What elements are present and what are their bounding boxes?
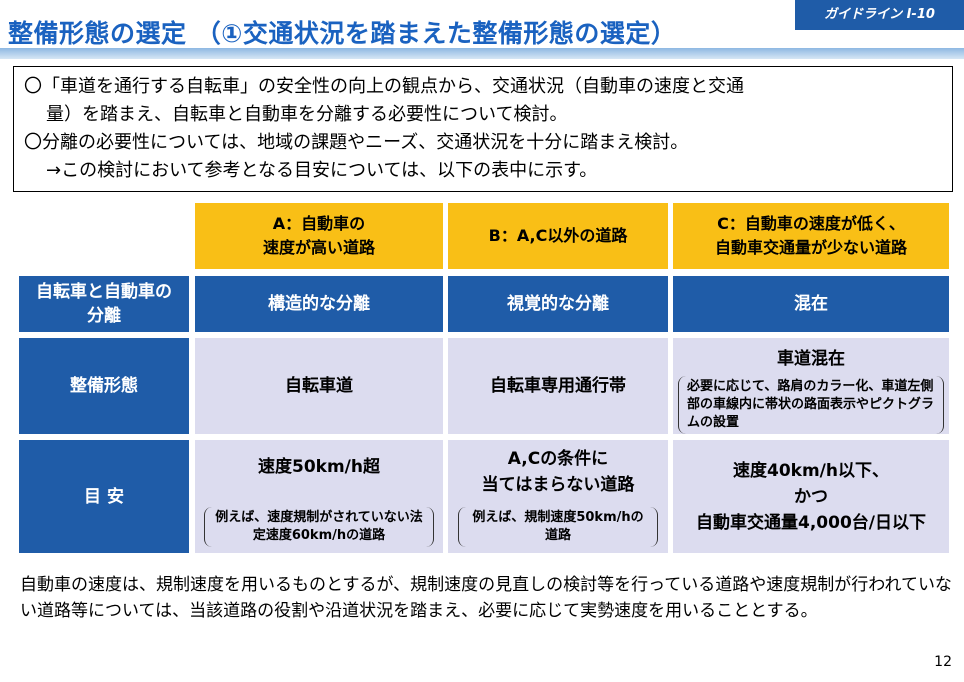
row-header-form-text: 整備形態: [70, 376, 138, 396]
col-header-c-line2: 自動車交通量が少ない道路: [714, 238, 907, 257]
guide-c-line1: 速度40km/h以下、: [733, 460, 889, 481]
form-c-note: 必要に応じて、路肩のカラー化、車道左側部の車線内に帯状の路面表示やピクトグラムの…: [678, 376, 944, 434]
guide-b: A,Cの条件に 当てはまらない道路 例えば、規制速度50km/hの道路: [448, 440, 668, 553]
col-header-b: B：A,C以外の道路: [448, 203, 668, 269]
col-header-a-line1: A：自動車の: [272, 214, 366, 233]
separation-c: 混在: [673, 276, 949, 332]
row-header-guide: 目 安: [19, 440, 189, 553]
separation-c-text: 混在: [794, 294, 828, 314]
guide-b-note: 例えば、規制速度50km/hの道路: [458, 507, 658, 547]
guide-a-note: 例えば、速度規制がされていない法定速度60km/hの道路: [204, 507, 434, 547]
form-b: 自転車専用通行帯: [448, 338, 668, 434]
separation-a: 構造的な分離: [195, 276, 443, 332]
page-title: 整備形態の選定 （①交通状況を踏まえた整備形態の選定）: [8, 19, 677, 48]
col-header-b-line1: B：A,C以外の道路: [488, 226, 628, 245]
intro-line-1-cont: 量）を踏まえ、自転車と自動車を分離する必要性について検討。: [46, 104, 568, 125]
row-header-separation-line2: 分離: [87, 306, 121, 326]
guide-c-line3: 自動車交通量4,000台/日以下: [696, 512, 926, 533]
form-b-text: 自転車専用通行帯: [490, 376, 626, 396]
separation-b: 視覚的な分離: [448, 276, 668, 332]
separation-b-text: 視覚的な分離: [507, 294, 609, 314]
intro-line-1: 〇「車道を通行する自転車」の安全性の向上の観点から、交通状況（自動車の速度と交通: [24, 76, 744, 97]
separation-a-text: 構造的な分離: [268, 294, 370, 314]
guide-c: 速度40km/h以下、 かつ 自動車交通量4,000台/日以下: [673, 440, 949, 553]
guide-a-main: 速度50km/h超: [258, 457, 380, 477]
intro-box: 〇「車道を通行する自転車」の安全性の向上の観点から、交通状況（自動車の速度と交通…: [13, 66, 953, 192]
row-header-separation: 自転車と自動車の 分離: [19, 276, 189, 332]
form-c-title: 車道混在: [777, 349, 845, 369]
guideline-tag: ガイドライン Ⅰ-10: [795, 0, 964, 30]
row-header-separation-line1: 自転車と自動車の: [36, 282, 172, 302]
page-number: 12: [934, 654, 952, 670]
guide-b-main-line1: A,Cの条件に: [507, 449, 609, 469]
intro-line-2: 〇分離の必要性については、地域の課題やニーズ、交通状況を十分に踏まえ検討。: [24, 132, 689, 153]
col-header-a: A：自動車の 速度が高い道路: [195, 203, 443, 269]
intro-line-3: →この検討において参考となる目安については、以下の表中に示す。: [46, 160, 598, 181]
col-header-c: C：自動車の速度が低く、 自動車交通量が少ない道路: [673, 203, 949, 269]
col-header-a-line2: 速度が高い道路: [262, 238, 375, 257]
form-a-text: 自転車道: [285, 376, 353, 396]
guide-a: 速度50km/h超 例えば、速度規制がされていない法定速度60km/hの道路: [195, 440, 443, 553]
row-header-form: 整備形態: [19, 338, 189, 434]
form-c: 車道混在 必要に応じて、路肩のカラー化、車道左側部の車線内に帯状の路面表示やピク…: [673, 338, 949, 434]
row-header-guide-text: 目 安: [84, 486, 124, 507]
footer-note: 自動車の速度は、規制速度を用いるものとするが、規制速度の見直しの検討等を行ってい…: [20, 575, 952, 621]
guide-b-main-line2: 当てはまらない道路: [481, 475, 635, 495]
title-underline: [0, 48, 964, 59]
form-a: 自転車道: [195, 338, 443, 434]
col-header-c-line1: C：自動車の速度が低く、: [717, 214, 905, 233]
guide-c-line2: かつ: [794, 486, 828, 507]
